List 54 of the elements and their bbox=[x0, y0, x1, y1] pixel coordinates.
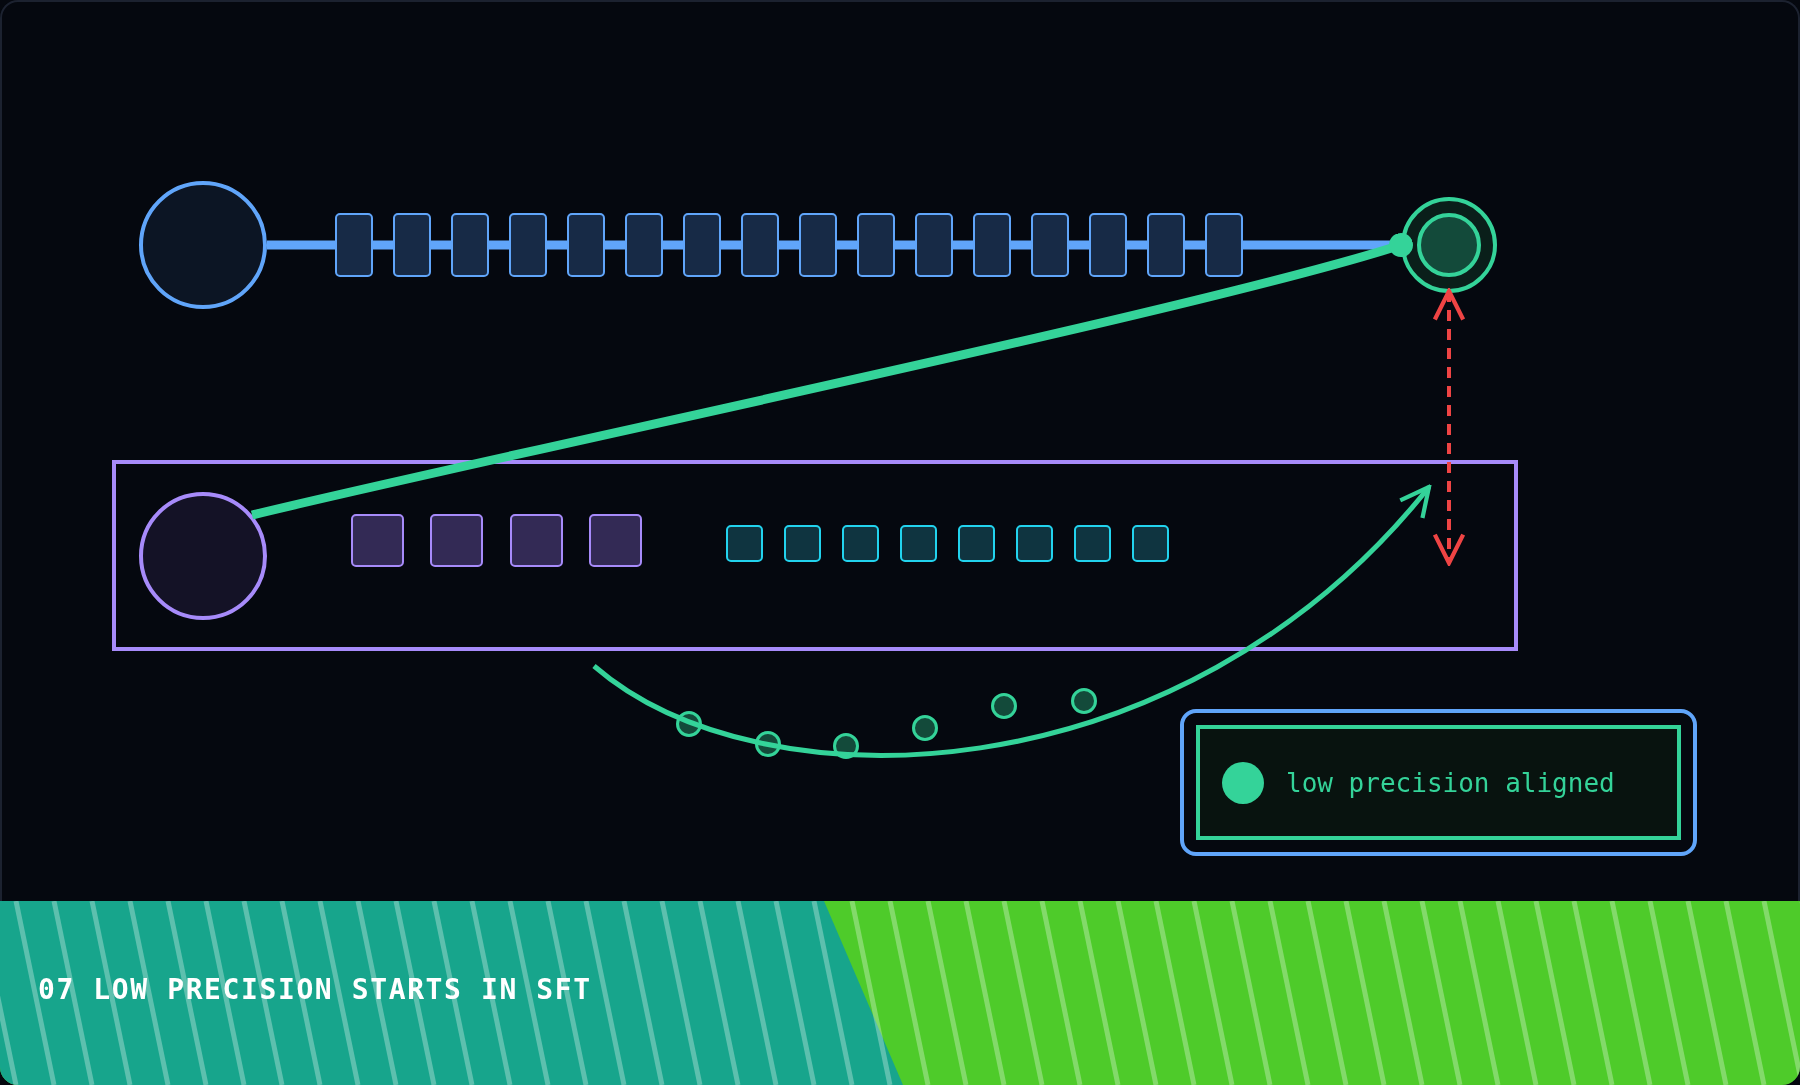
token-tile bbox=[842, 525, 879, 562]
token-tile bbox=[510, 514, 563, 567]
connector-line bbox=[837, 240, 857, 250]
token-tile bbox=[1147, 213, 1185, 277]
token-tile bbox=[1089, 213, 1127, 277]
connector-line bbox=[1127, 240, 1147, 250]
connector-line bbox=[605, 240, 625, 250]
token-tile bbox=[567, 213, 605, 277]
connector-line bbox=[1069, 240, 1089, 250]
token-tile bbox=[1132, 525, 1169, 562]
token-tile bbox=[683, 213, 721, 277]
token-tile bbox=[1074, 525, 1111, 562]
token-tile bbox=[625, 213, 663, 277]
connector-line bbox=[489, 240, 509, 250]
connector-line bbox=[779, 240, 799, 250]
token-tile bbox=[799, 213, 837, 277]
connector-line bbox=[373, 240, 393, 250]
token-tile bbox=[973, 213, 1011, 277]
token-tile bbox=[726, 525, 763, 562]
connector-line bbox=[895, 240, 915, 250]
curved-connector bbox=[250, 233, 1413, 520]
token-tile bbox=[351, 514, 404, 567]
token-tile bbox=[958, 525, 995, 562]
token-tile bbox=[393, 213, 431, 277]
token-tile bbox=[589, 514, 642, 567]
token-tile bbox=[509, 213, 547, 277]
connector-line bbox=[663, 240, 683, 250]
connector-line bbox=[1011, 240, 1031, 250]
legend-label: low precision aligned bbox=[1286, 766, 1615, 799]
connector-line bbox=[547, 240, 567, 250]
token-tile bbox=[1205, 213, 1243, 277]
group-frame bbox=[112, 460, 1518, 651]
token-tile bbox=[857, 213, 895, 277]
token-tile bbox=[741, 213, 779, 277]
token-tile bbox=[1031, 213, 1069, 277]
connector-line bbox=[267, 240, 335, 250]
token-tile bbox=[335, 213, 373, 277]
connector-line bbox=[1185, 240, 1205, 250]
banner-title: 07 LOW PRECISION STARTS IN SFT bbox=[38, 973, 592, 1007]
dot-marker bbox=[912, 715, 938, 741]
token-tile bbox=[915, 213, 953, 277]
token-tile bbox=[900, 525, 937, 562]
dashed-double-arrow bbox=[1432, 289, 1466, 566]
target-ring bbox=[1401, 197, 1497, 293]
connector-line bbox=[953, 240, 973, 250]
dot-marker bbox=[1071, 688, 1097, 714]
dot-marker bbox=[991, 693, 1017, 719]
curved-arrow bbox=[592, 484, 1432, 758]
token-tile bbox=[784, 525, 821, 562]
token-tile bbox=[451, 213, 489, 277]
connector-line bbox=[431, 240, 451, 250]
token-tile bbox=[1016, 525, 1053, 562]
connector-line bbox=[721, 240, 741, 250]
token-tile bbox=[430, 514, 483, 567]
